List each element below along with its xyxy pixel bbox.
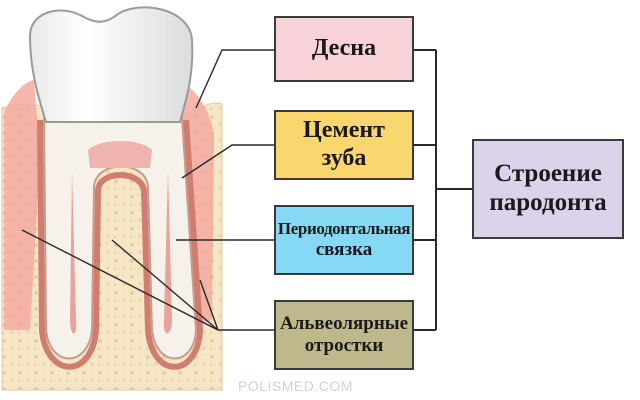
component-box-cement: Цемент зуба xyxy=(274,110,414,180)
component-label: Периодонтальная xyxy=(277,219,411,239)
connector-bracket xyxy=(414,49,472,331)
pulp-chamber-shape xyxy=(88,141,152,168)
component-label: Цемент xyxy=(303,117,385,144)
watermark-text: POLISMED.COM xyxy=(238,378,353,394)
leader-line-cement xyxy=(181,144,274,179)
main-concept-label: Строение xyxy=(494,160,602,188)
component-box-ligament: Периодонтальная связка xyxy=(274,205,414,275)
component-box-gum: Десна xyxy=(274,16,414,82)
component-box-alveolar: Альвеолярные отростки xyxy=(274,300,414,370)
component-label: Альвеолярные xyxy=(279,313,409,335)
leader-line-gum xyxy=(195,49,274,109)
leader-line-alveolar xyxy=(111,239,219,331)
main-concept-box: Строение пародонта xyxy=(472,139,624,239)
component-label: отростки xyxy=(304,335,384,356)
leader-lines xyxy=(21,49,274,331)
component-label: Десна xyxy=(311,35,377,62)
component-label: зуба xyxy=(321,145,367,171)
component-label: связка xyxy=(315,238,373,260)
ligament-outline xyxy=(37,119,204,370)
gum-shape xyxy=(4,80,40,330)
tooth-crown-shape xyxy=(28,6,194,123)
leader-line-alveolar xyxy=(199,279,219,331)
main-concept-label: пародонта xyxy=(489,189,607,216)
